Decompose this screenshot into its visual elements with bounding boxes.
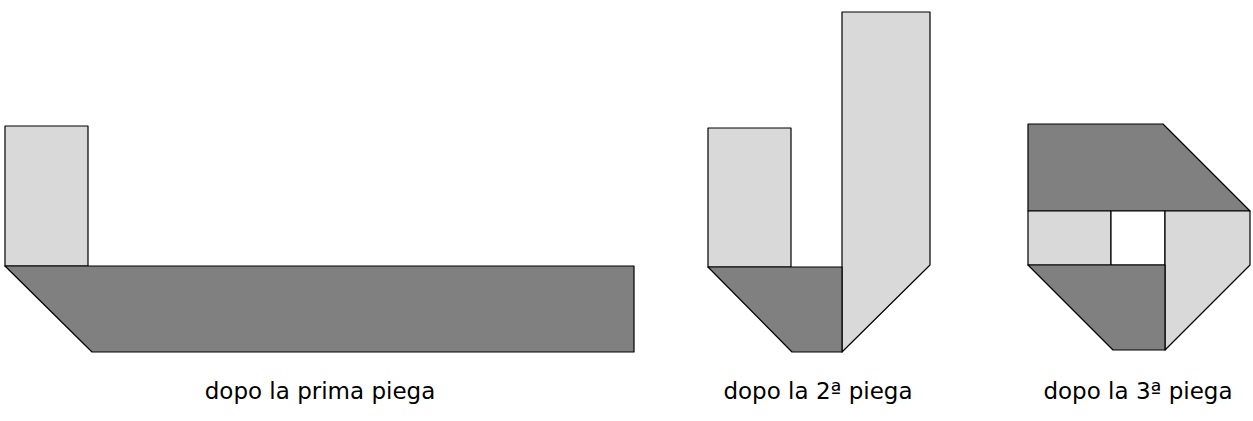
hole <box>1111 211 1165 265</box>
light-strip <box>842 12 930 352</box>
caption: dopo la prima piega <box>205 378 436 406</box>
caption: dopo la 3ª piega <box>1043 378 1232 406</box>
dark-strip <box>5 266 634 352</box>
caption: dopo la 2ª piega <box>723 378 912 406</box>
light-strip <box>1165 211 1250 350</box>
dark-strip <box>1028 265 1165 350</box>
dark-strip <box>1028 124 1250 211</box>
light-strip <box>5 126 88 266</box>
dark-strip <box>708 267 842 352</box>
light-strip <box>1028 211 1111 265</box>
light-strip <box>708 128 791 267</box>
